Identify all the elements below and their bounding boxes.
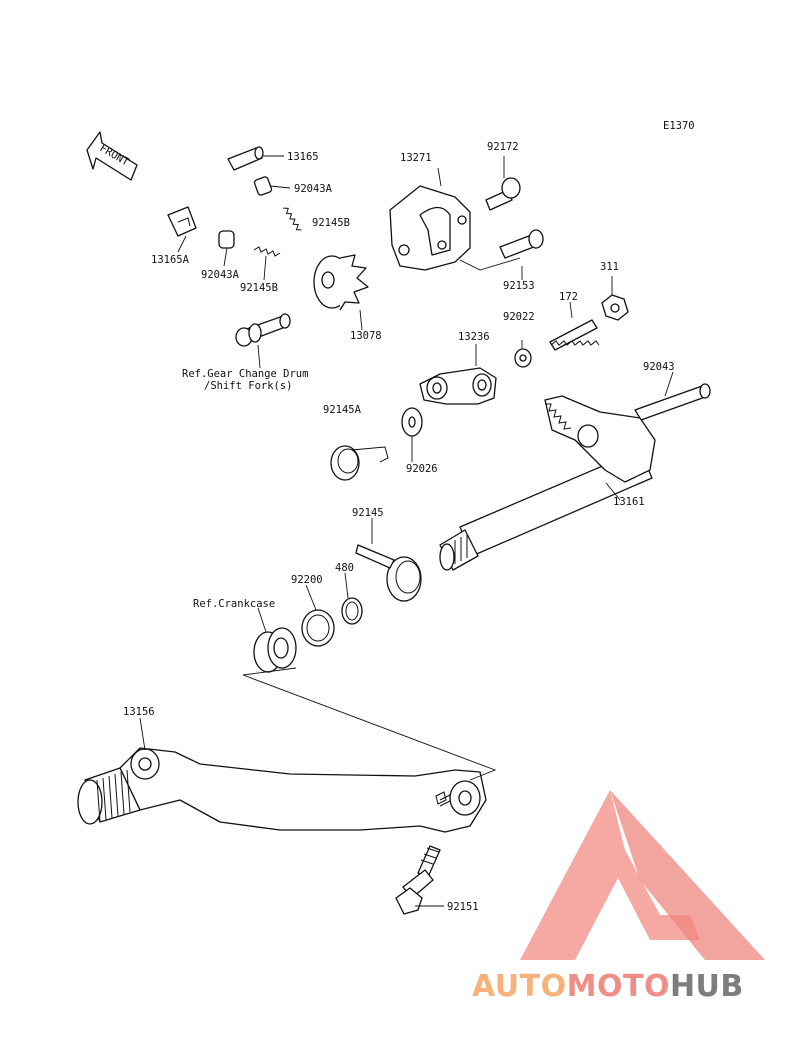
part-172-stud-icon[interactable]	[549, 319, 600, 351]
leader-lines	[139, 155, 674, 907]
label-ref-gear-change-drum: Ref.Gear Change Drum	[182, 368, 308, 380]
watermark-logo-icon	[520, 790, 765, 960]
part-92145-spring-icon[interactable]	[355, 544, 422, 602]
part-92026-washer-icon[interactable]	[401, 407, 423, 437]
part-13161-shift-shaft-icon[interactable]	[439, 395, 656, 571]
label-311: 311	[600, 261, 619, 273]
label-92145A: 92145A	[323, 404, 362, 416]
label-ref-crankcase: Ref.Crankcase	[193, 598, 275, 610]
label-92145: 92145	[352, 507, 384, 519]
part-92200-washer-icon[interactable]	[301, 609, 335, 647]
label-92043A-lower: 92043A	[201, 269, 240, 281]
part-13271-bracket-icon[interactable]	[389, 185, 471, 271]
label-92043: 92043	[643, 361, 675, 373]
part-92145A-spring-icon[interactable]	[330, 445, 389, 481]
oil-seal-icon[interactable]	[253, 627, 297, 673]
watermark-moto: MOTO	[567, 969, 670, 1004]
part-13156-shift-pedal-icon[interactable]	[77, 747, 487, 833]
part-13078-star-wheel-icon[interactable]	[313, 254, 369, 311]
part-labels: 13165 92043A 92145B 13271 92172 13165A 9…	[123, 141, 675, 913]
watermark-brand: AUTOMOTOHUB	[472, 969, 744, 1004]
part-92043A-lower-icon[interactable]	[218, 230, 235, 249]
label-92200: 92200	[291, 574, 323, 586]
label-13161: 13161	[613, 496, 645, 508]
label-92022: 92022	[503, 311, 535, 323]
part-92043A-upper-icon[interactable]	[253, 176, 273, 196]
part-13236-link-arm-icon[interactable]	[419, 367, 497, 405]
label-172: 172	[559, 291, 578, 303]
part-92151-bolt-icon[interactable]	[395, 845, 441, 915]
label-13165: 13165	[287, 151, 319, 163]
label-92153: 92153	[503, 280, 535, 292]
part-311-nut-icon[interactable]	[601, 294, 629, 321]
label-13236: 13236	[458, 331, 490, 343]
label-ref-shift-forks: /Shift Fork(s)	[204, 380, 293, 392]
label-13078: 13078	[350, 330, 382, 342]
part-92145B-lower-spring-icon[interactable]	[253, 246, 281, 257]
label-13271: 13271	[400, 152, 432, 164]
watermark-hub: HUB	[670, 969, 744, 1004]
gear-change-drum-pin-icon[interactable]	[235, 313, 291, 347]
diagram-code: E1370	[663, 120, 695, 132]
part-92043-pin-icon[interactable]	[634, 383, 711, 421]
part-92172-screw-icon[interactable]	[485, 177, 521, 211]
label-480: 480	[335, 562, 354, 574]
part-92145B-upper-spring-icon[interactable]	[278, 206, 307, 232]
part-92022-washer-icon[interactable]	[514, 348, 532, 368]
part-92153-bolt-icon[interactable]	[499, 229, 544, 259]
label-92151: 92151	[447, 901, 479, 913]
label-92145B-lower: 92145B	[240, 282, 278, 294]
label-92043A-upper: 92043A	[294, 183, 333, 195]
label-92172: 92172	[487, 141, 519, 153]
watermark-auto: AUTO	[472, 969, 567, 1004]
label-92026: 92026	[406, 463, 438, 475]
front-arrow-icon: FRONT	[86, 131, 138, 181]
label-13165A: 13165A	[151, 254, 190, 266]
part-13165A-icon[interactable]	[167, 206, 197, 237]
label-13156: 13156	[123, 706, 155, 718]
label-92145B-upper: 92145B	[312, 217, 350, 229]
part-13165-icon[interactable]	[227, 146, 264, 171]
part-480-circlip-icon[interactable]	[341, 597, 363, 625]
